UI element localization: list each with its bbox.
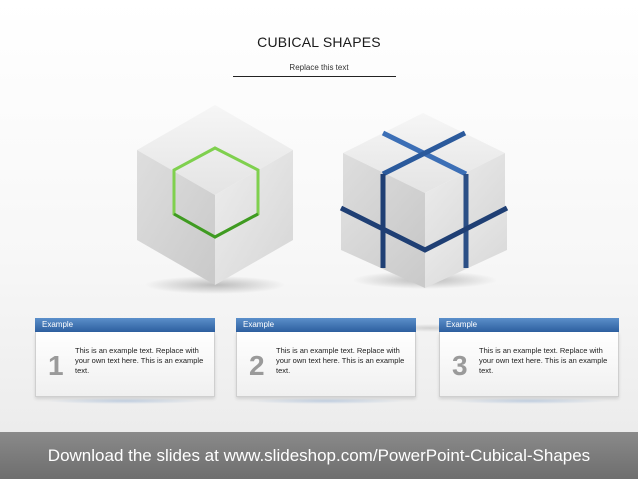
cube-left-face-left (137, 150, 215, 285)
download-banner[interactable]: Download the slides at www.slideshop.com… (0, 432, 638, 479)
slide-canvas: CUBICAL SHAPES Replace this text (0, 0, 638, 432)
card-body: 2 This is an example text. Replace with … (236, 332, 416, 397)
title-divider (233, 76, 396, 77)
card-number: 1 (48, 350, 64, 381)
slide-title: CUBICAL SHAPES (257, 34, 381, 50)
cubes-illustration (137, 105, 509, 332)
card-number: 2 (249, 350, 265, 381)
card-reflection (449, 398, 609, 404)
example-card-2: Example 2 This is an example text. Repla… (236, 318, 416, 404)
green-hexagon-cube (137, 105, 293, 294)
card-header: Example (439, 318, 619, 332)
card-text: This is an example text. Replace with yo… (276, 346, 405, 375)
card-header: Example (35, 318, 215, 332)
slide-subtitle: Replace this text (289, 63, 349, 72)
card-text: This is an example text. Replace with yo… (479, 346, 608, 375)
card-reflection (45, 398, 205, 404)
card-body: 3 This is an example text. Replace with … (439, 332, 619, 397)
card-text: This is an example text. Replace with yo… (75, 346, 204, 375)
hexagon-outline-dark (173, 212, 259, 239)
card-body: 1 This is an example text. Replace with … (35, 332, 215, 397)
blue-banded-cube (339, 113, 509, 289)
example-card-1: Example 1 This is an example text. Repla… (35, 318, 215, 404)
card-number: 3 (452, 350, 468, 381)
card-header: Example (236, 318, 416, 332)
card-reflection (246, 398, 406, 404)
example-card-3: Example 3 This is an example text. Repla… (439, 318, 619, 404)
